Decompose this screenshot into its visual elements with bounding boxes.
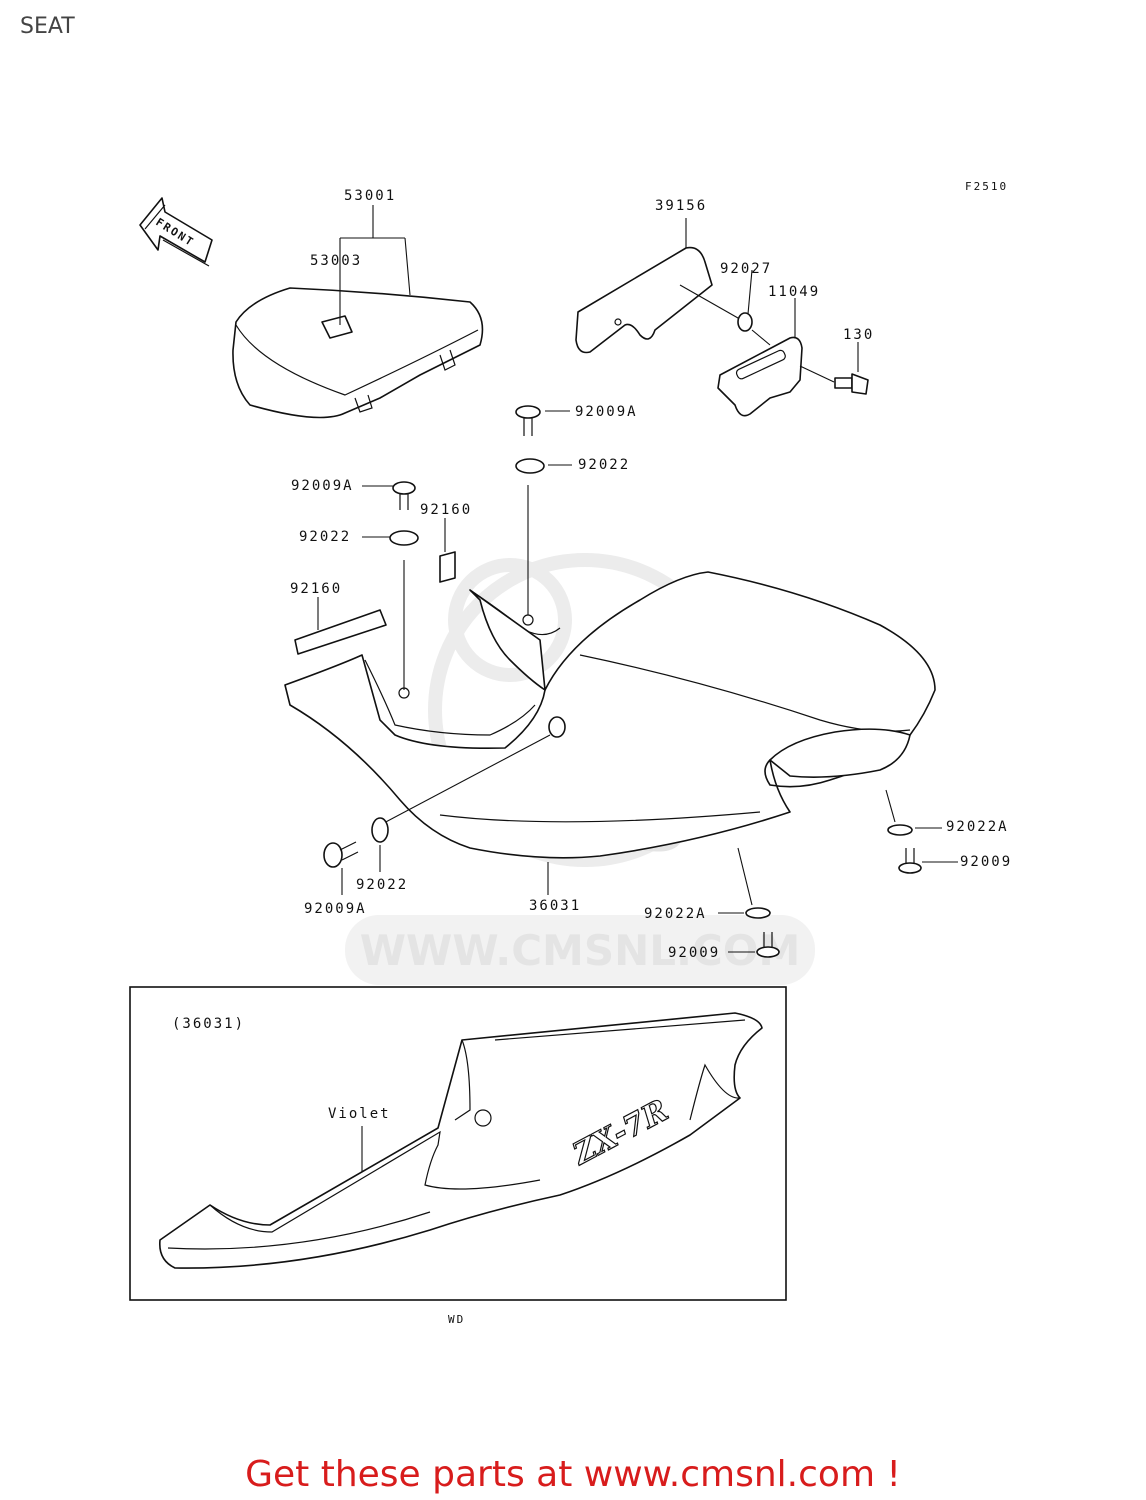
watermark-site: WWW.CMSNL.COM (360, 926, 801, 975)
inset-side-cover: ZX-7R (158, 1012, 763, 1269)
strip-92160-long (294, 609, 387, 655)
label-11049: 11049 (768, 284, 820, 300)
label-92027: 92027 (720, 261, 772, 277)
bolt-92009a-left (392, 481, 416, 510)
spacer-92160-small (439, 551, 456, 583)
bolt-92009a-upper (515, 405, 541, 436)
grommet (548, 716, 566, 738)
inset-note: WD (448, 1313, 465, 1326)
bolt-92009a-lower (323, 841, 359, 868)
label-53001: 53001 (344, 188, 396, 204)
bolt-92009-right (898, 848, 922, 874)
label-36031: 36031 (529, 898, 581, 914)
cta-link[interactable]: Get these parts at www.cmsnl.com ! (245, 1454, 901, 1495)
seat-cover-36031 (284, 571, 936, 859)
washer-92022a-lower (745, 907, 771, 919)
inset-panel: (36031) Violet ZX-7R (129, 986, 787, 1301)
figure-code: F2510 (965, 180, 1008, 193)
label-53003: 53003 (310, 253, 362, 269)
label-92022-lower: 92022 (356, 877, 408, 893)
watermark: CMS WWW.CMSNL.COM (345, 553, 815, 985)
seat-emblem (321, 315, 353, 339)
tail-bracket-cover (575, 246, 713, 354)
label-39156: 39156 (655, 198, 707, 214)
label-92022a-lower: 92022A (644, 906, 707, 922)
label-92009a-left: 92009A (291, 478, 354, 494)
damper-92027 (737, 312, 753, 332)
rider-seat (232, 287, 484, 419)
bolt-92009-lower (756, 932, 780, 958)
label-92009a-upper: 92009A (575, 404, 638, 420)
part-labels: 53001 53003 39156 92027 11049 130 92009A… (290, 188, 1012, 961)
label-92160-long: 92160 (290, 581, 342, 597)
label-92022a-right: 92022A (946, 819, 1009, 835)
label-92022-upper: 92022 (578, 457, 630, 473)
page-title: SEAT (20, 14, 75, 39)
inset-color-label: Violet (328, 1106, 391, 1122)
washer-92022-upper (515, 458, 545, 474)
washer-92022a-right (887, 824, 913, 836)
seat-bracket (717, 336, 803, 417)
label-92009a-lower: 92009A (304, 901, 367, 917)
label-130: 130 (843, 327, 874, 343)
parts-diagram: CMS WWW.CMSNL.COM F2510 FRONT (129, 180, 1012, 1326)
washer-92022-lower (371, 817, 389, 843)
label-92009-lower: 92009 (668, 945, 720, 961)
label-92160-small: 92160 (420, 502, 472, 518)
front-arrow: FRONT (139, 197, 213, 267)
label-92022-left: 92022 (299, 529, 351, 545)
bolt-130 (834, 373, 869, 395)
label-92009-right: 92009 (960, 854, 1012, 870)
inset-ref: (36031) (172, 1016, 245, 1032)
washer-92022-left (389, 530, 419, 546)
